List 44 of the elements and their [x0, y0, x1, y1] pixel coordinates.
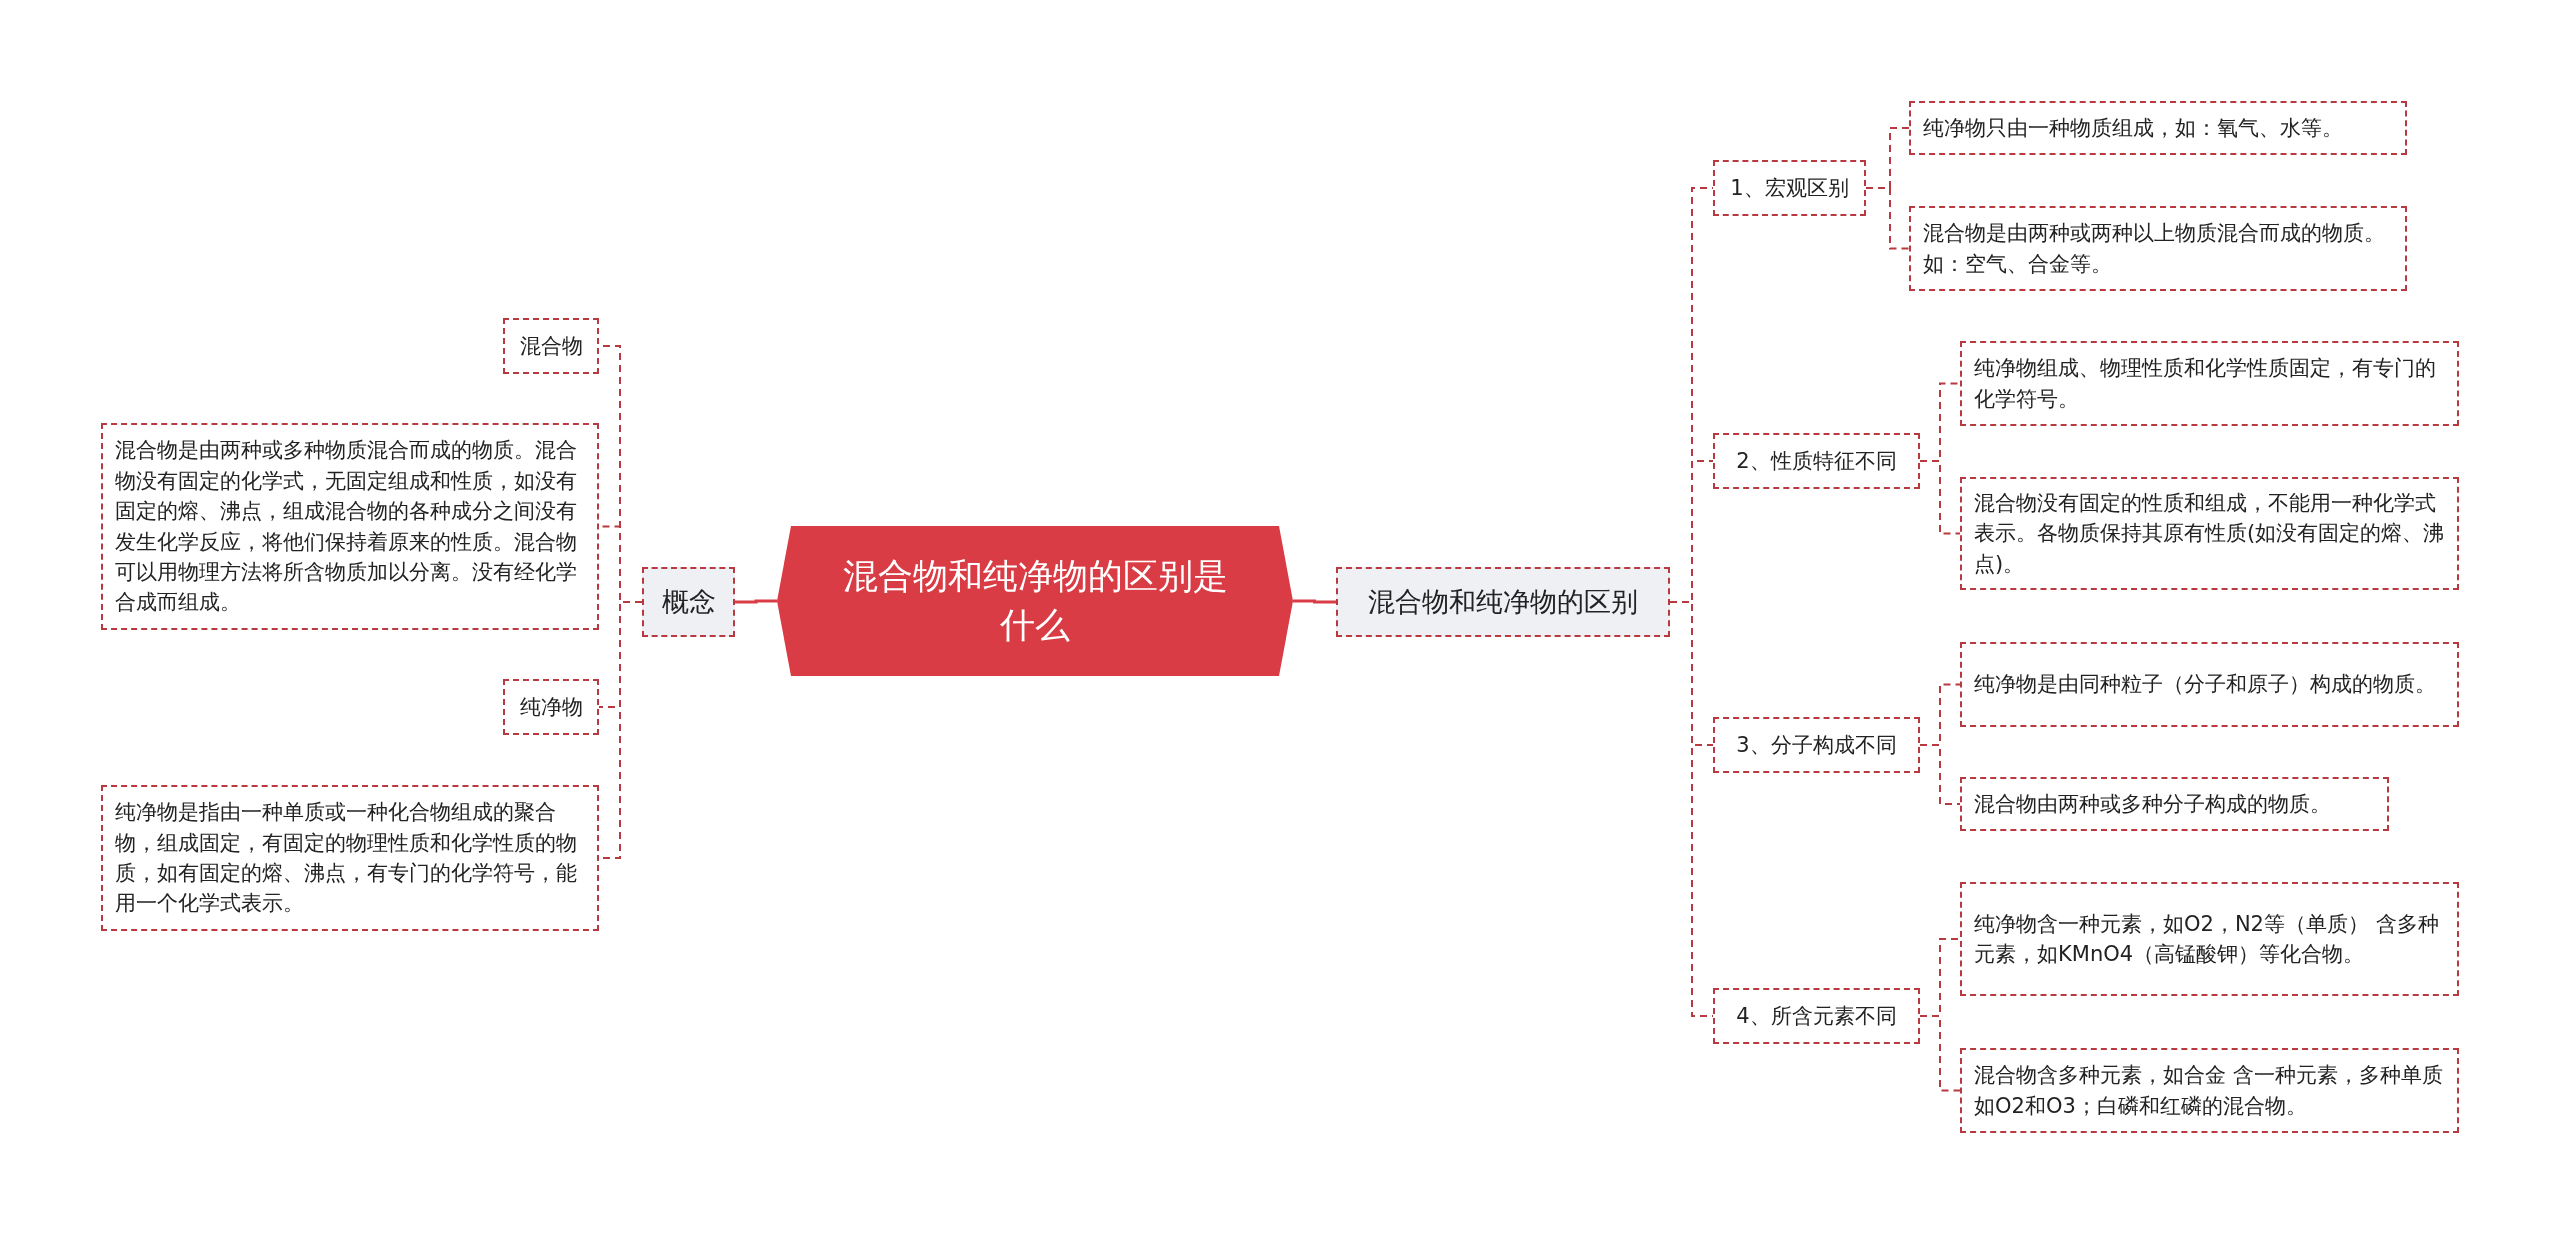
note-text: 混合物含多种元素，如合金 含一种元素，多种单质如O2和O3；白磷和红磷的混合物。 [1974, 1062, 2444, 1120]
dashed-connector [1919, 1015, 1961, 1092]
note-box [1960, 642, 2459, 727]
topic-box [1336, 567, 1670, 637]
subtopic-label: 2、性质特征不同 [1736, 447, 1897, 475]
topic-title: 混合物和纯净物的区别是什么 [841, 555, 1229, 647]
connector [1293, 599, 1336, 604]
note-box [1960, 777, 2389, 831]
subtopic-box [503, 318, 599, 374]
subtopic-box [1713, 717, 1920, 773]
subtopic-label: 纯净物 [519, 693, 583, 721]
note-box [1960, 477, 2459, 590]
topic-box [642, 567, 735, 637]
note-box [1960, 882, 2459, 996]
subtopic-box [1713, 160, 1866, 216]
note-text: 纯净物只由一种物质组成，如：氧气、水等。 [1923, 114, 2343, 142]
note-box [1909, 101, 2407, 155]
note-text: 纯净物组成、物理性质和化学性质固定，有专门的化学符号。 [1974, 355, 2437, 413]
subtopic-label: 3、分子构成不同 [1736, 731, 1897, 759]
note-text: 纯净物是指由一种单质或一种化合物组成的聚合物，组成固定，有固定的物理性质和化学性质的物质，如有固定的熔、沸点，有专门的化学符号，能用一个化学式表示。 [115, 799, 578, 918]
note-box [101, 423, 599, 630]
note-text: 混合物是由两种或多种物质混合而成的物质。混合物没有固定的化学式，无固定组成和性质，如没有固定的熔、沸点，组成混合物的各种成分之间没有发生化学反应，将他们保持着原来的性质。混合物可以用物理方法将所含物质加以分离。没有经化学合成而组成。 [115, 437, 578, 617]
topic-label: 混合物和纯净物的区别 [1368, 585, 1638, 620]
note-box [1909, 206, 2407, 291]
note-text: 纯净物含一种元素，如O2，N2等（单质） 含多种元素，如KMnO4（高锰酸钾）等化合物。 [1974, 910, 2440, 968]
note-box [1960, 341, 2459, 426]
note-text: 混合物没有固定的性质和组成，不能用一种化学式表示。各物质保持其原有性质(如没有固定的熔、沸点)。 [1974, 489, 2445, 578]
note-text: 混合物由两种或多种分子构成的物质。 [1974, 790, 2331, 818]
note-box [1960, 1048, 2459, 1133]
subtopic-box [1713, 433, 1920, 489]
subtopic-label: 1、宏观区别 [1730, 174, 1849, 202]
subtopic-label: 混合物 [519, 332, 583, 360]
dashed-connector [1919, 744, 1961, 805]
subtopic-label: 4、所含元素不同 [1736, 1002, 1897, 1030]
dashed-connector [1865, 187, 1910, 250]
connector [735, 599, 777, 604]
note-text: 纯净物是由同种粒子（分子和原子）构成的物质。 [1974, 671, 2436, 699]
note-text: 混合物是由两种或两种以上物质混合而成的物质。如：空气、合金等。 [1923, 220, 2386, 278]
topic-label: 概念 [661, 585, 716, 620]
note-box [101, 785, 599, 931]
subtopic-box [503, 679, 599, 735]
central-topic [777, 526, 1293, 676]
subtopic-box [1713, 988, 1920, 1044]
dashed-connector [1919, 460, 1961, 535]
